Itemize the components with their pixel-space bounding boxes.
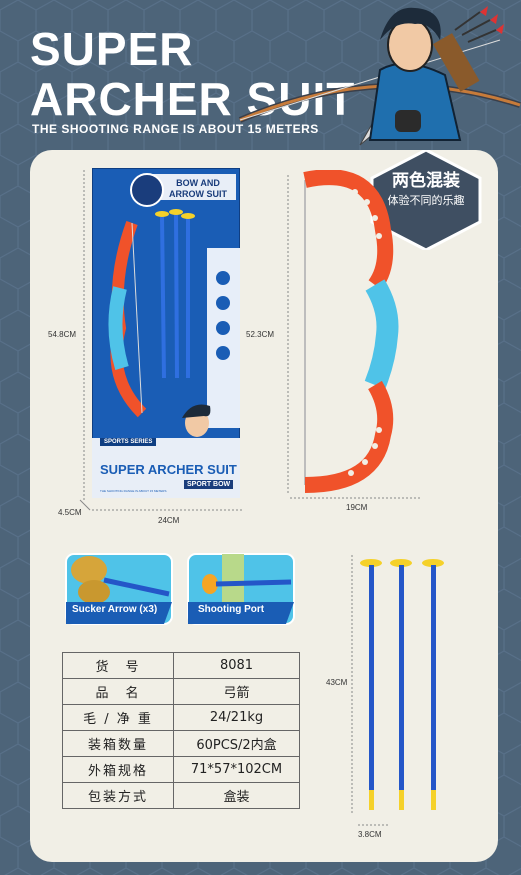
- arrows-height-label: 43CM: [326, 678, 348, 687]
- archer-illustration: [238, 6, 521, 146]
- box-width-label: 24CM: [158, 516, 180, 525]
- color-mix-badge: [370, 150, 482, 250]
- bow-width-label: 19CM: [346, 503, 368, 512]
- spec-value: 24/21kg: [173, 704, 300, 731]
- table-row: 外箱规格 71*57*102CM: [62, 756, 300, 783]
- spec-key: 毛 / 净 重: [62, 704, 174, 731]
- table-row: 毛 / 净 重 24/21kg: [62, 704, 300, 731]
- box-header-text: BOW AND ARROW SUIT: [169, 178, 227, 199]
- shooting-port-label: Shooting Port: [198, 604, 265, 615]
- shooting-port-thumb: [187, 553, 295, 625]
- spec-value: 71*57*102CM: [173, 756, 300, 783]
- spec-table: 货 号 8081 品 名 弓箭 毛 / 净 重 24/21kg 装箱数量 60P…: [62, 652, 300, 809]
- spec-key: 包装方式: [62, 782, 174, 809]
- arrows-width-label: 3.8CM: [358, 830, 382, 839]
- sucker-arrow-label: Sucker Arrow (x3): [72, 604, 158, 615]
- sucker-arrow-thumb: [65, 553, 173, 625]
- box-height-label: 54.8CM: [48, 330, 77, 339]
- spec-value: 8081: [173, 652, 300, 679]
- spec-key: 外箱规格: [62, 756, 174, 783]
- spec-value: 盒装: [173, 782, 300, 809]
- bow-image: [303, 170, 399, 493]
- box-depth-label: 4.5CM: [58, 508, 82, 517]
- spec-key: 品 名: [62, 678, 174, 705]
- spec-key: 装箱数量: [62, 730, 174, 757]
- spec-value: 弓箭: [173, 678, 300, 705]
- badge-line-2: 体验不同的乐趣: [387, 194, 465, 207]
- box-title: SUPER ARCHER SUIT: [100, 462, 237, 477]
- badge-line-1: 两色混装: [392, 171, 460, 191]
- table-row: 装箱数量 60PCS/2内盒: [62, 730, 300, 757]
- title-line-1: SUPER: [30, 23, 194, 75]
- table-row: 包装方式 盒装: [62, 782, 300, 809]
- spec-value: 60PCS/2内盒: [173, 730, 300, 757]
- table-row: 品 名 弓箭: [62, 678, 300, 705]
- table-row: 货 号 8081: [62, 652, 300, 679]
- bow-height-label: 52.3CM: [246, 330, 275, 339]
- box-logo: SPORT BOW: [184, 480, 234, 489]
- subtitle: THE SHOOTING RANGE IS ABOUT 15 METERS: [32, 122, 319, 136]
- box-tag: SPORTS SERIES: [100, 438, 157, 446]
- box-subtext: THE SHOOTING RANGE IS ABOUT 15 METERS: [100, 489, 167, 493]
- arrows-image: [360, 559, 444, 810]
- spec-key: 货 号: [62, 652, 174, 679]
